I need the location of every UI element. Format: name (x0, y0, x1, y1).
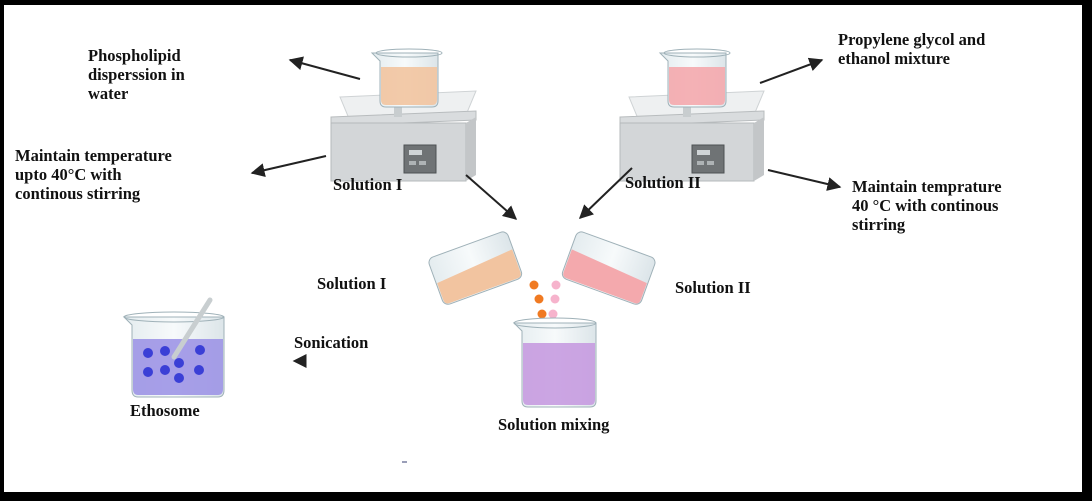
label-solution-2: Solution II (625, 173, 701, 192)
label-ethosome: Ethosome (130, 401, 200, 420)
label-maintain-temperature-right: Maintain temprature 40 °C with continous… (852, 177, 1002, 234)
drop-pink (550, 294, 560, 304)
stirring-rod (171, 297, 213, 360)
beaker-ethosome (122, 297, 225, 398)
drop-pink (551, 280, 561, 290)
label-phospholipid: Phospholipid disperssion in water (88, 46, 185, 103)
diagram-canvas: Phospholipid disperssion in water Mainta… (4, 5, 1082, 492)
vesicle (174, 373, 184, 383)
drop-orange (529, 280, 539, 290)
beaker-solution-2 (658, 48, 731, 108)
pouring-beaker-solution-2 (561, 231, 656, 305)
vesicle (160, 346, 170, 356)
arrow-to-maintain-left (250, 155, 327, 178)
hotplate-solution-1 (330, 90, 477, 182)
diagram-artwork (122, 48, 842, 463)
label-propylene-glycol: Propylene glycol and ethanol mixture (838, 30, 986, 68)
arrow-solution-1-to-mix (465, 174, 518, 220)
vesicle (143, 348, 153, 358)
vesicle (160, 365, 170, 375)
vesicle (174, 358, 184, 368)
label-solution-2-pour: Solution II (675, 278, 751, 297)
beaker-mixing (512, 317, 597, 408)
arrow-to-propylene (759, 57, 824, 84)
beaker-solution-1 (370, 48, 443, 108)
label-solution-1: Solution I (333, 175, 403, 194)
arrow-to-maintain-right (767, 169, 842, 191)
label-solution-mixing: Solution mixing (498, 415, 610, 434)
drop-pink (548, 309, 558, 319)
arrow-solution-2-to-mix (578, 167, 633, 219)
vesicle (195, 345, 205, 355)
stray-mark (402, 461, 407, 463)
vesicle (194, 365, 204, 375)
vesicle (143, 367, 153, 377)
label-maintain-temperature-left: Maintain temperature upto 40°C with cont… (15, 146, 172, 203)
drop-orange (537, 309, 547, 319)
drop-orange (534, 294, 544, 304)
hotplate-solution-2 (619, 90, 765, 182)
arrows (250, 56, 842, 368)
pouring-beaker-solution-1 (428, 231, 523, 305)
label-solution-1-pour: Solution I (317, 274, 387, 293)
arrow-to-phospholipid (288, 56, 361, 80)
label-sonication: Sonication (294, 333, 369, 352)
